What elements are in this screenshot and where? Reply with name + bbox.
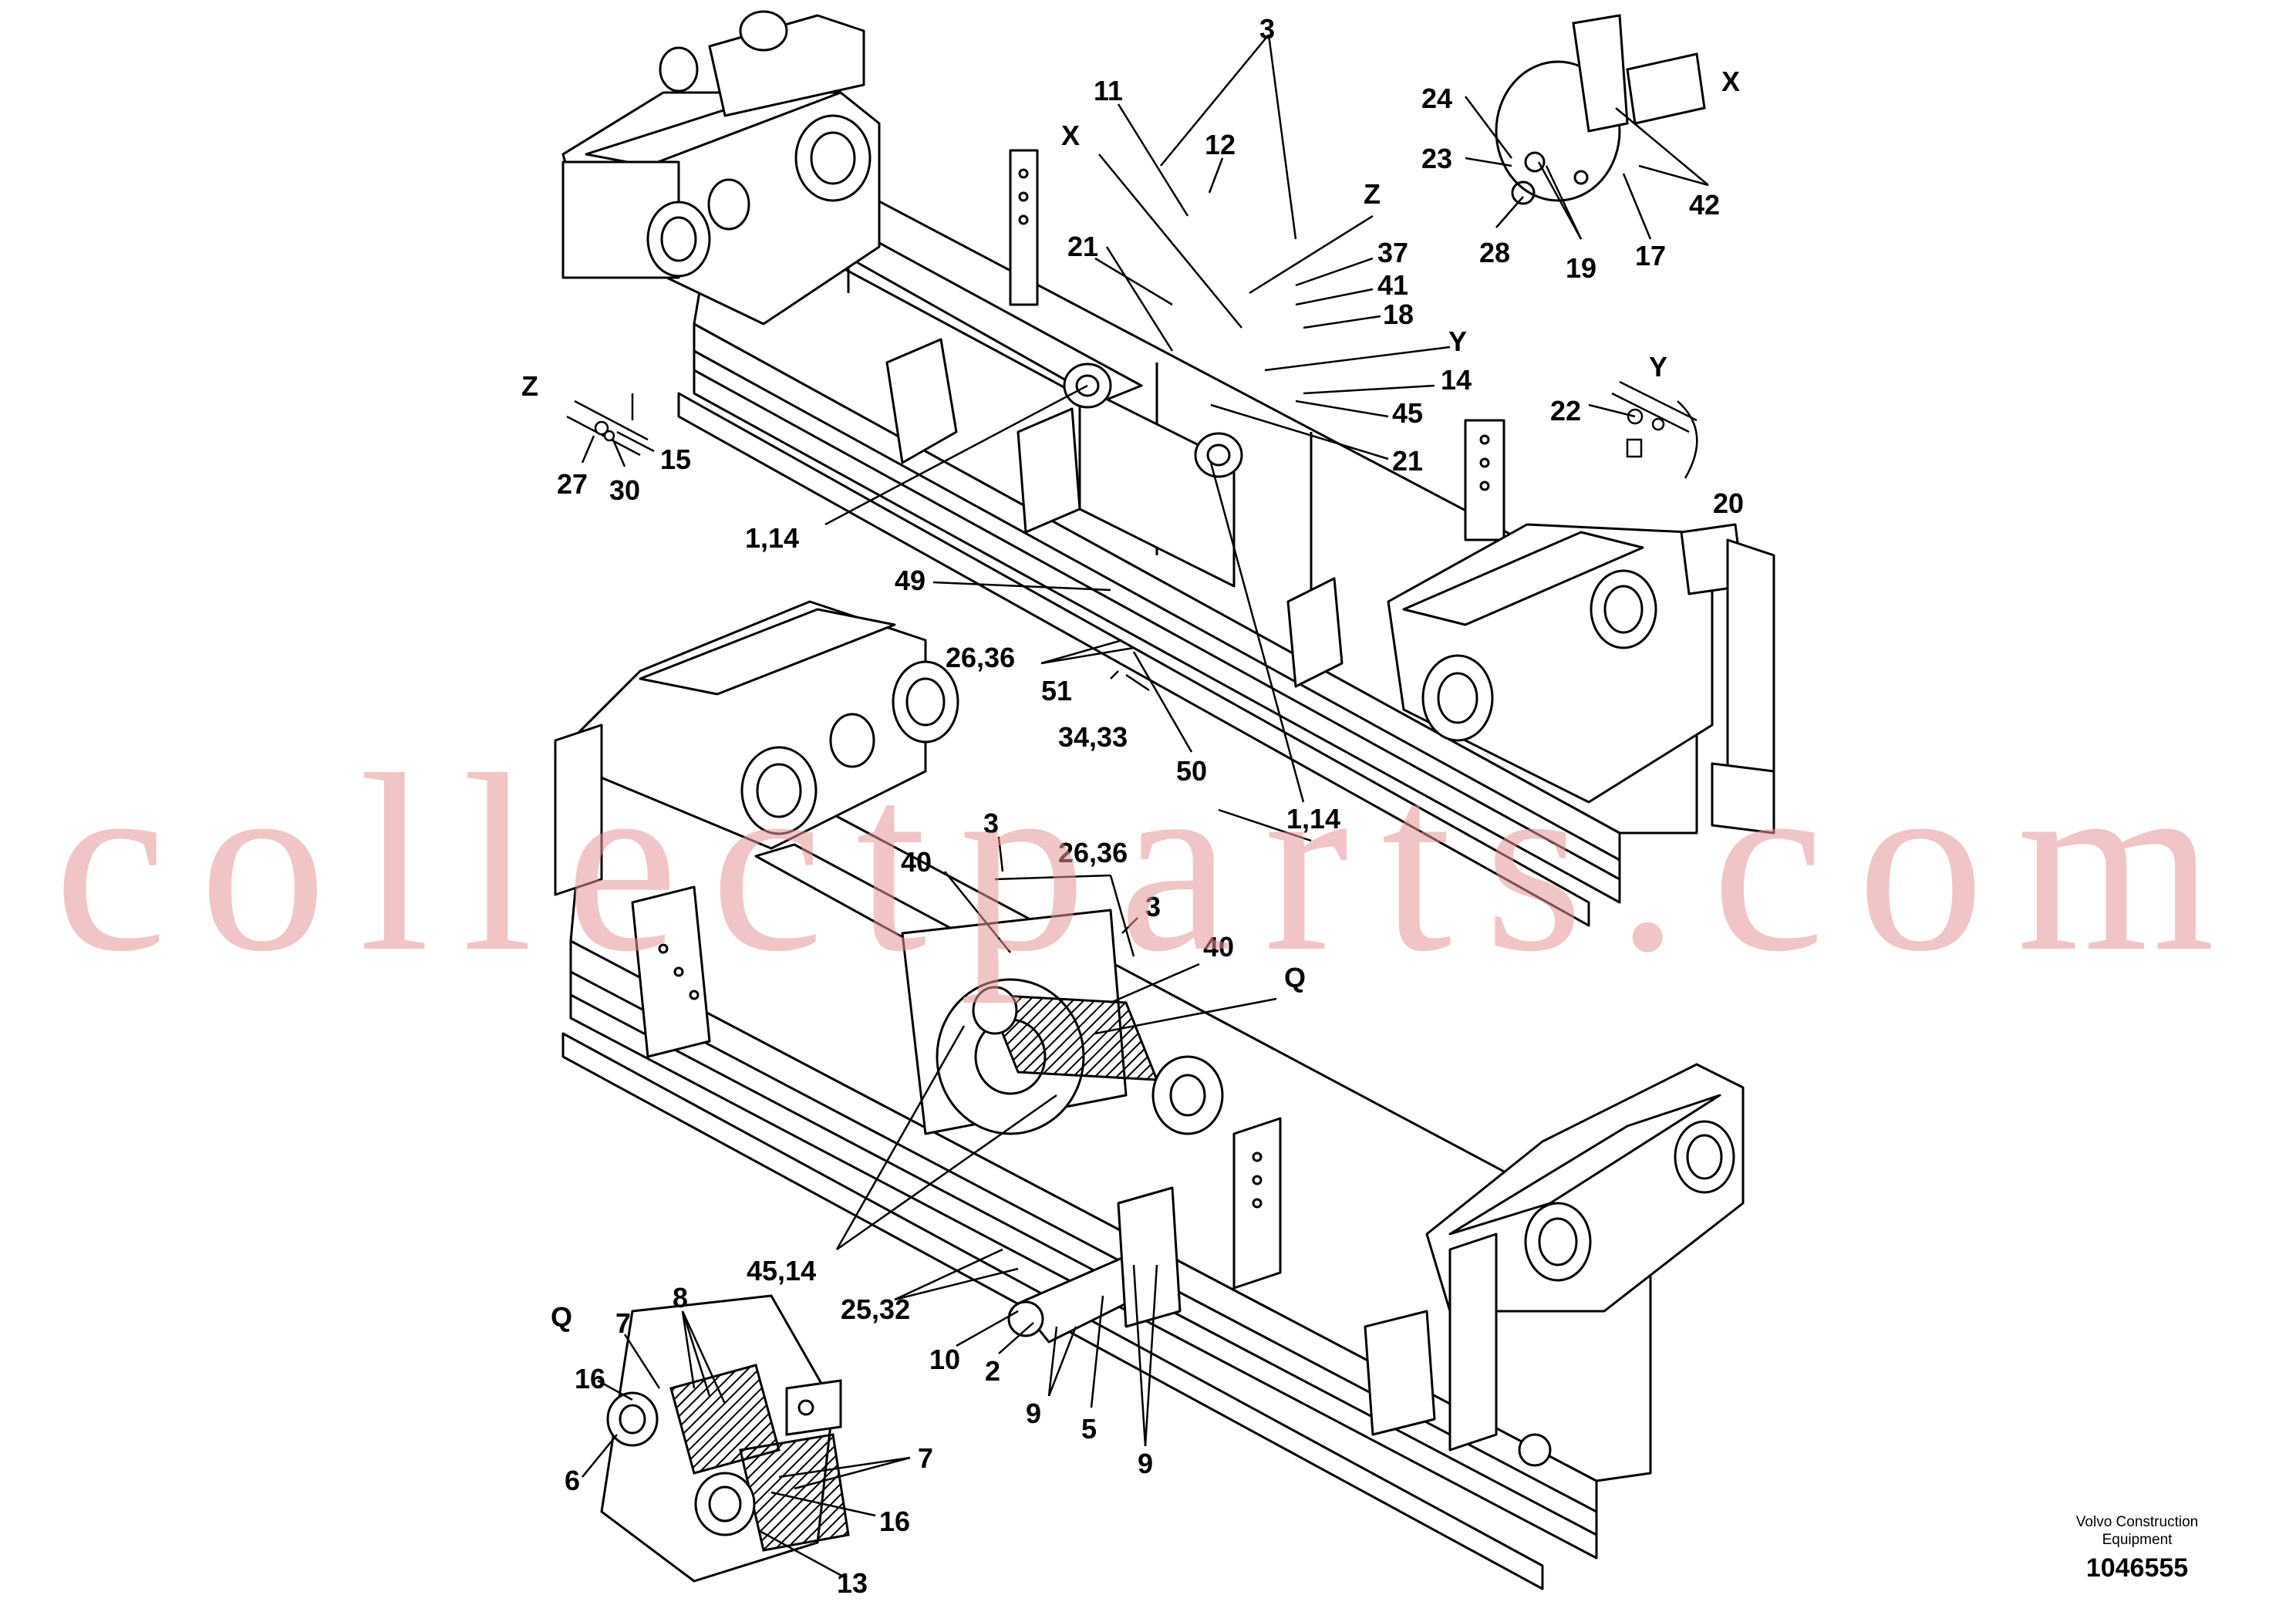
leader-lines bbox=[581, 34, 1709, 1579]
callout-1-14a: 1,14 bbox=[745, 522, 799, 554]
brand-line-2: Equipment bbox=[2102, 1532, 2173, 1548]
callout-26-36b: 26,36 bbox=[1058, 837, 1128, 868]
callout-11: 11 bbox=[1094, 75, 1123, 106]
callout-40b: 40 bbox=[1203, 931, 1234, 963]
view-marker-z: Z bbox=[521, 370, 538, 402]
callout-45-14: 45,14 bbox=[747, 1255, 816, 1286]
callout-28: 28 bbox=[1479, 237, 1510, 268]
detail-view-x bbox=[1495, 14, 1706, 205]
upper-frame-assembly bbox=[561, 10, 1775, 927]
callout-19: 19 bbox=[1566, 252, 1596, 284]
callout-22: 22 bbox=[1550, 395, 1581, 427]
callout-34-33: 34,33 bbox=[1058, 721, 1128, 753]
document-number: 1046555 bbox=[2085, 1553, 2189, 1583]
view-marker-x-detail: X bbox=[1721, 66, 1740, 97]
callout-10: 10 bbox=[929, 1344, 960, 1375]
callout-13: 13 bbox=[837, 1567, 868, 1599]
callout-21: 21 bbox=[1067, 231, 1098, 262]
callout-23: 23 bbox=[1421, 143, 1452, 174]
callout-6: 6 bbox=[565, 1465, 580, 1496]
callout-14: 14 bbox=[1441, 364, 1472, 396]
view-marker-y-detail: Y bbox=[1649, 351, 1667, 383]
detail-view-z bbox=[566, 393, 649, 457]
callout-21b: 21 bbox=[1392, 445, 1423, 477]
callout-27: 27 bbox=[557, 468, 588, 500]
callout-1-14b: 1,14 bbox=[1286, 803, 1340, 835]
callout-7a: 7 bbox=[615, 1307, 631, 1339]
callout-30: 30 bbox=[609, 474, 640, 506]
callout-18: 18 bbox=[1383, 298, 1414, 330]
callout-3c: 3 bbox=[1145, 891, 1161, 922]
brand-line-1: Volvo Construction bbox=[2075, 1514, 2199, 1530]
detail-view-y bbox=[1611, 380, 1698, 479]
callout-26-36a: 26,36 bbox=[946, 642, 1015, 673]
lower-frame-assembly bbox=[554, 600, 1745, 1590]
callout-12: 12 bbox=[1205, 129, 1236, 160]
callout-16a: 16 bbox=[575, 1363, 605, 1394]
callout-42: 42 bbox=[1689, 189, 1720, 221]
callout-51: 51 bbox=[1041, 675, 1072, 706]
callout-17: 17 bbox=[1635, 240, 1666, 271]
callout-20: 20 bbox=[1713, 487, 1744, 519]
callout-8: 8 bbox=[673, 1282, 688, 1313]
callout-37: 37 bbox=[1377, 237, 1408, 268]
callout-15: 15 bbox=[660, 443, 691, 475]
callout-45: 45 bbox=[1392, 397, 1423, 429]
callout-50: 50 bbox=[1176, 755, 1207, 787]
callout-labels: X Z Z Y Y X Q Q 3 11 12 21 37 41 18 14 4… bbox=[521, 13, 1744, 1599]
brand-block: Volvo Construction Equipment bbox=[2045, 1513, 2230, 1549]
callout-40a: 40 bbox=[901, 846, 932, 878]
view-marker-q: Q bbox=[1284, 962, 1306, 993]
callout-9b: 9 bbox=[1138, 1448, 1153, 1479]
callout-2: 2 bbox=[985, 1355, 1000, 1387]
view-marker-y: Y bbox=[1448, 325, 1467, 357]
callout-49: 49 bbox=[895, 565, 925, 596]
view-marker-q-detail: Q bbox=[551, 1301, 572, 1333]
callout-24: 24 bbox=[1421, 83, 1452, 114]
detail-view-q bbox=[600, 1294, 850, 1583]
callout-25-32: 25,32 bbox=[841, 1293, 910, 1325]
callout-3: 3 bbox=[1259, 13, 1275, 45]
view-marker-z-detail: Z bbox=[1364, 178, 1381, 210]
callout-3b: 3 bbox=[983, 808, 999, 839]
callout-9a: 9 bbox=[1026, 1398, 1041, 1429]
callout-41: 41 bbox=[1377, 269, 1408, 301]
callout-5: 5 bbox=[1081, 1413, 1097, 1445]
callout-7b: 7 bbox=[918, 1442, 933, 1474]
callout-16b: 16 bbox=[879, 1506, 910, 1537]
view-marker-x: X bbox=[1061, 120, 1080, 151]
